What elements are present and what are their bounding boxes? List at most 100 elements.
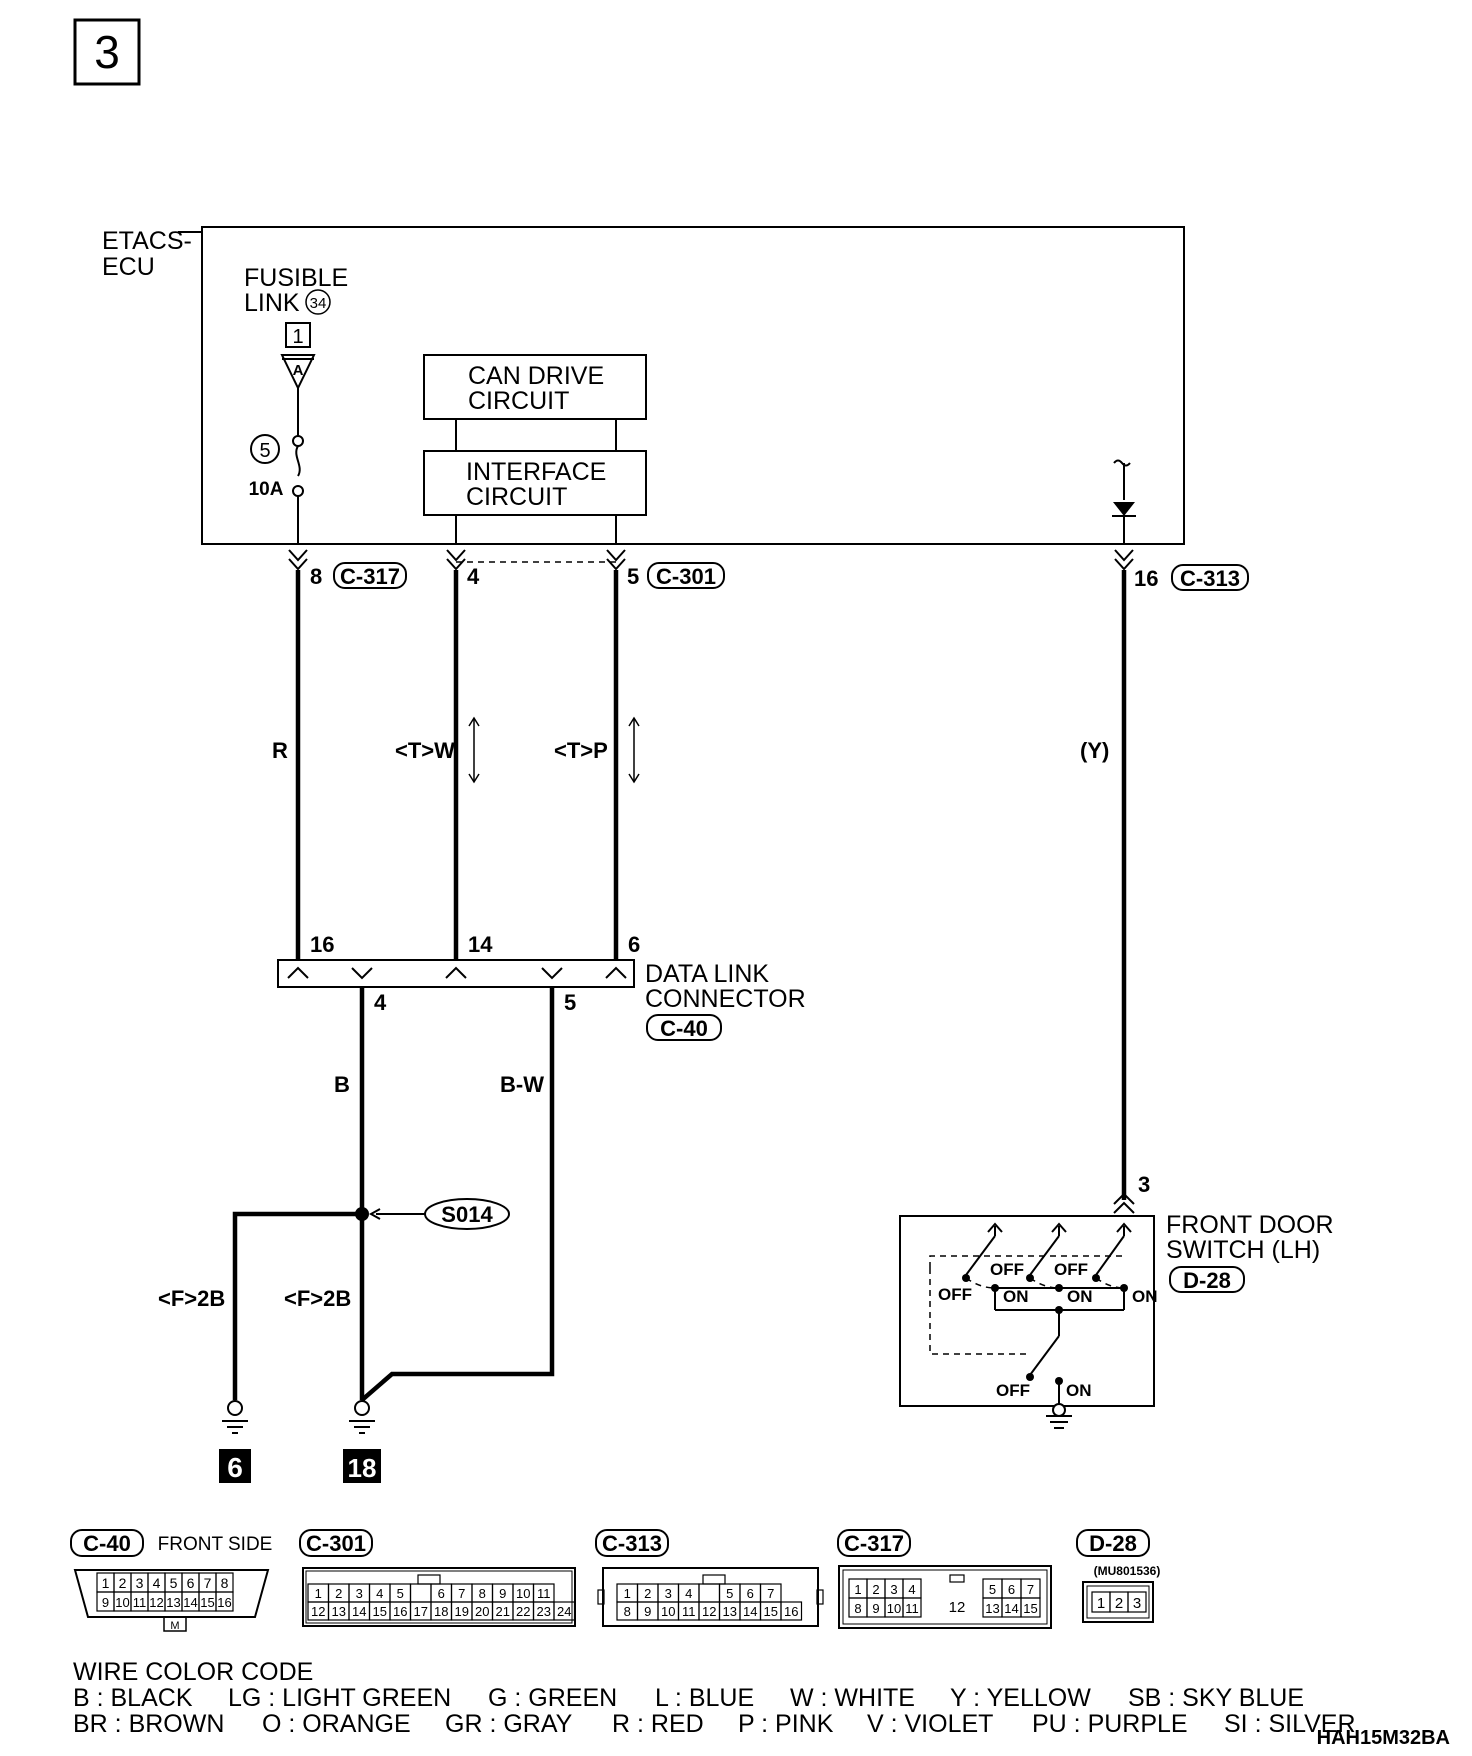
front-door-switch-box xyxy=(899,1215,1155,1407)
dlc-label-1: DATA LINK xyxy=(645,960,769,988)
connector-c40-tab-label: M xyxy=(170,1620,179,1632)
connector-c317-row2b-cell xyxy=(1020,1597,1041,1618)
connector-c301-row1-pin: 11 xyxy=(537,1586,551,1601)
fusible-link-triangle xyxy=(280,354,316,391)
connector-c40-row1-pin: 7 xyxy=(204,1575,212,1591)
ecu-label-1: ETACS- xyxy=(102,227,192,255)
door-switch-pin: 3 xyxy=(1138,1172,1150,1197)
connector-c313-row1-pin: 4 xyxy=(685,1586,692,1601)
diode-icon xyxy=(1113,502,1135,516)
connector-c301-row1-pin: 2 xyxy=(335,1586,342,1601)
connector-d28-shell xyxy=(1082,1581,1154,1623)
connector-c313-row2-pin: 15 xyxy=(764,1604,778,1619)
connector-c301-row1-pin: 3 xyxy=(356,1586,363,1601)
connector-c313-key-right xyxy=(816,1589,824,1605)
door-switch-terminal-marker xyxy=(1113,1192,1135,1214)
connector-c301-row2-pin: 17 xyxy=(414,1604,428,1619)
bidirectional-arrow-icon xyxy=(468,716,640,784)
connector-c313-shell xyxy=(602,1567,819,1627)
legend-entry: LG : LIGHT GREEN xyxy=(228,1684,451,1712)
connector-c313-row2-cell xyxy=(780,1601,803,1621)
can-drive-label-2: CIRCUIT xyxy=(468,387,569,415)
legend-entry: O : ORANGE xyxy=(262,1710,411,1738)
connector-c317-row2b-pin: 14 xyxy=(1004,1601,1018,1616)
connector-c40-tab xyxy=(163,1616,187,1632)
connector-c313-row2-pin: 8 xyxy=(624,1604,631,1619)
wire-bw xyxy=(360,987,555,1402)
legend-entry: BR : BROWN xyxy=(73,1710,224,1738)
connector-c40-row2-pin: 12 xyxy=(149,1595,163,1610)
door-switch-contacts xyxy=(962,1274,1128,1385)
fuse-element xyxy=(295,445,301,477)
can-drive-circuit-block xyxy=(423,354,647,420)
ecu-label-2: ECU xyxy=(102,253,155,281)
connector-d28-row-pin: 2 xyxy=(1115,1595,1123,1612)
connector-c313-label: C-313 xyxy=(1180,566,1240,591)
connector-c313-row1-pin: 1 xyxy=(624,1586,631,1601)
connector-c313-row1-pin: 6 xyxy=(747,1586,754,1601)
connector-c301-shell xyxy=(302,1567,576,1627)
legend-title: WIRE COLOR CODE xyxy=(73,1658,313,1686)
fusible-link-triangle-letter: A xyxy=(293,362,304,379)
connector-c317-lock xyxy=(949,1574,965,1583)
connector-d28-row-pin: 1 xyxy=(1097,1595,1105,1612)
connector-c313-row1-pin: 3 xyxy=(665,1586,672,1601)
connector-c40-row1-pin: 2 xyxy=(119,1575,127,1591)
connector-c301-row1-cell xyxy=(409,1583,432,1603)
legend-entry: SI : SILVER xyxy=(1224,1710,1356,1738)
connector-c313-tag xyxy=(1171,564,1249,591)
wire-color-f2b-left: <F>2B xyxy=(158,1286,225,1311)
connector-c313-row1-pin: 2 xyxy=(644,1586,651,1601)
ecu-pin-4: 4 xyxy=(467,564,480,589)
legend-entry: W : WHITE xyxy=(790,1684,915,1712)
switch-state-on-1: ON xyxy=(1003,1287,1029,1306)
connector-c313-row2-pin: 10 xyxy=(661,1604,675,1619)
connector-d28-face-tag xyxy=(1076,1529,1150,1557)
connector-c313-row2-pin: 12 xyxy=(702,1604,716,1619)
connector-c40-tag xyxy=(646,1014,722,1041)
connector-c301-face-code: C-301 xyxy=(306,1531,366,1556)
connector-c301-inner xyxy=(305,1570,573,1624)
connector-c317-shell xyxy=(838,1565,1052,1629)
connector-c40-note: FRONT SIDE xyxy=(158,1534,273,1555)
legend-entry: R : RED xyxy=(612,1710,704,1738)
switch-state-on-4: ON xyxy=(1066,1381,1092,1400)
ecu-pin-5: 5 xyxy=(627,564,639,589)
connector-d28-row-pin: 3 xyxy=(1133,1595,1141,1612)
switch-state-on-2: ON xyxy=(1067,1287,1093,1306)
connector-c317-row1a-pin: 3 xyxy=(890,1582,897,1597)
splice-label: S014 xyxy=(441,1202,493,1227)
connector-c313-row2-pin: 13 xyxy=(723,1604,737,1619)
connector-c313-face-tag xyxy=(595,1529,669,1557)
wire-color-tw: <T>W xyxy=(395,738,455,763)
connector-c301-label: C-301 xyxy=(656,564,716,589)
dlc-terminal-markers xyxy=(287,966,627,980)
connector-c313-row1-cell xyxy=(698,1583,721,1603)
ground-point-6-badge xyxy=(219,1449,251,1483)
connector-c301-row2-pin: 15 xyxy=(373,1604,387,1619)
connector-c40-shell xyxy=(73,1569,270,1618)
connector-d28-row-cell xyxy=(1127,1591,1147,1613)
connector-c301-row1-pin: 7 xyxy=(458,1586,465,1601)
legend-entry: PU : PURPLE xyxy=(1032,1710,1188,1738)
wire-color-f2b-right: <F>2B xyxy=(284,1286,351,1311)
connector-c301-row2-pin: 14 xyxy=(352,1604,366,1619)
wire-left-ground-branch xyxy=(232,1211,362,1400)
fusible-link-box xyxy=(285,322,311,348)
connector-c40-row2-pin: 11 xyxy=(133,1595,147,1610)
dlc-pin-6: 6 xyxy=(628,932,640,957)
connector-c313-row2-pin: 9 xyxy=(644,1604,651,1619)
connector-c40-row1-pin: 1 xyxy=(102,1575,110,1591)
connector-c317-row1b-pin: 7 xyxy=(1027,1582,1034,1597)
legend-entry: B : BLACK xyxy=(73,1684,193,1712)
figure-code: HAH15M32BA xyxy=(1317,1727,1450,1749)
splice-arrowhead xyxy=(368,1208,381,1220)
ecu-terminal-markers xyxy=(288,549,1134,571)
wire-color-bw: B-W xyxy=(500,1072,544,1097)
connector-c313-row1-pin: 7 xyxy=(767,1586,774,1601)
door-switch-mechanical-link xyxy=(929,1255,1125,1355)
dlc-pin-16: 16 xyxy=(310,932,334,957)
connector-c301-row1-pin: 5 xyxy=(397,1586,404,1601)
connector-c317-row2b-pin: 13 xyxy=(985,1601,999,1616)
